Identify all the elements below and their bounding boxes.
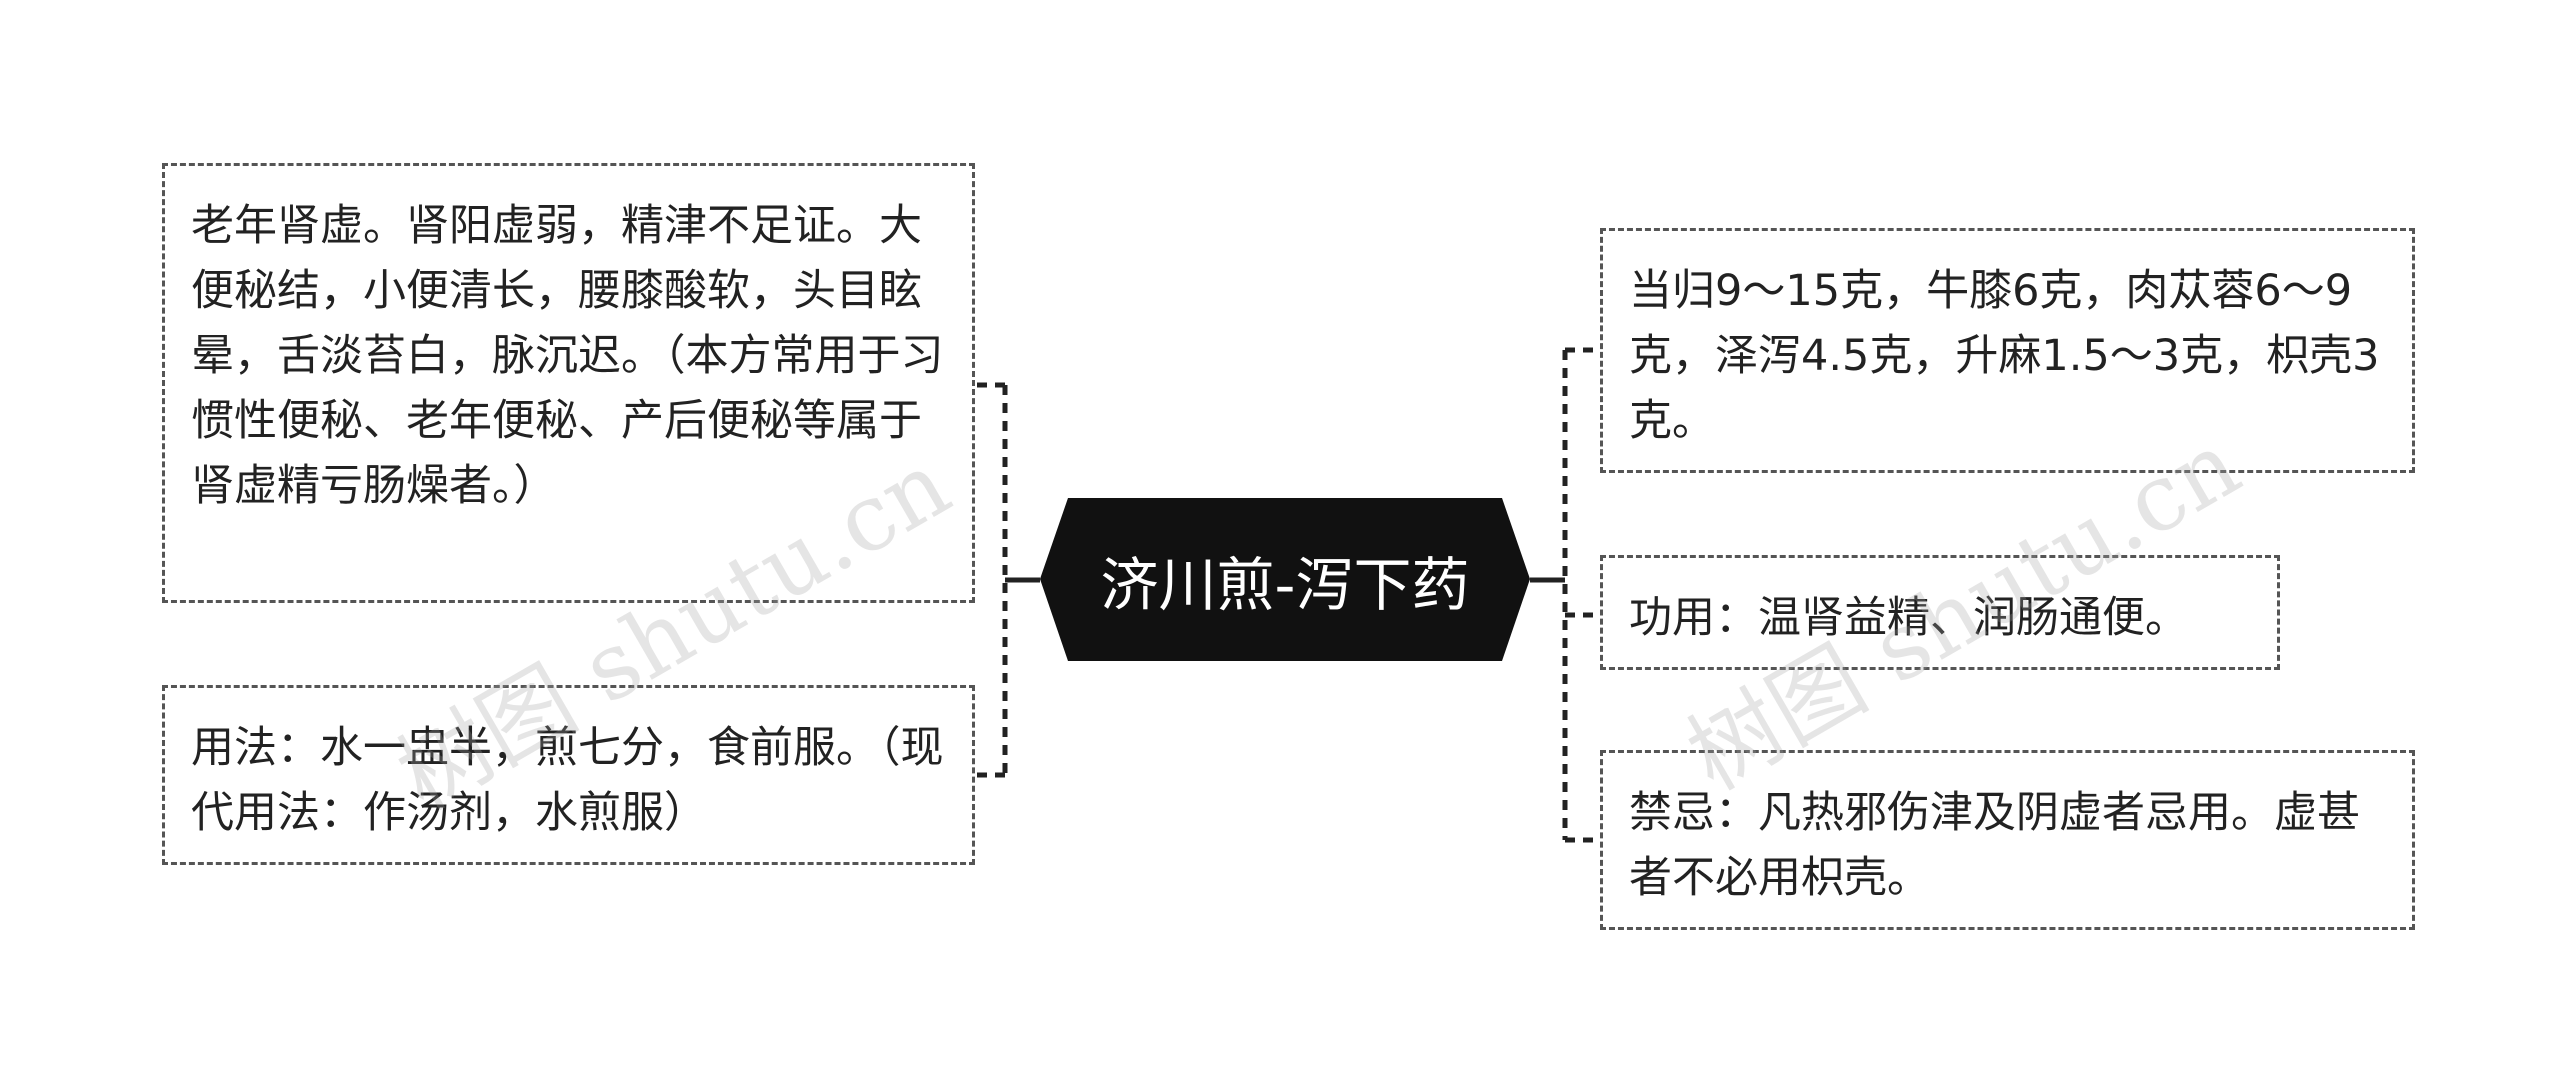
center-hexagon-shape bbox=[1040, 498, 1530, 661]
right-node-function-text: 功用：温肾益精、润肠通便。 bbox=[1629, 593, 2188, 643]
right-node-function[interactable]: 功用：温肾益精、润肠通便。 bbox=[1600, 555, 2280, 670]
center-topic-label: 济川煎-泻下药 bbox=[1100, 550, 1470, 619]
right-node-ingredients-text: 当归9～15克，牛膝6克，肉苁蓉6～9克，泽泻4.5克，升麻1.5～3克，枳壳3… bbox=[1629, 266, 2380, 446]
left-node-usage-text: 用法：水一盅半，煎七分，食前服。（现代用法：作汤剂，水煎服） bbox=[191, 723, 944, 838]
right-node-ingredients[interactable]: 当归9～15克，牛膝6克，肉苁蓉6～9克，泽泻4.5克，升麻1.5～3克，枳壳3… bbox=[1600, 228, 2415, 473]
center-topic-node[interactable]: 济川煎-泻下药 bbox=[1040, 498, 1530, 661]
left-node-usage[interactable]: 用法：水一盅半，煎七分，食前服。（现代用法：作汤剂，水煎服） bbox=[162, 685, 975, 865]
right-node-contraindication[interactable]: 禁忌：凡热邪伤津及阴虚者忌用。虚甚者不必用枳壳。 bbox=[1600, 750, 2415, 930]
right-node-contraindication-text: 禁忌：凡热邪伤津及阴虚者忌用。虚甚者不必用枳壳。 bbox=[1629, 788, 2360, 903]
left-node-symptoms-text: 老年肾虚。肾阳虚弱，精津不足证。大便秘结，小便清长，腰膝酸软，头目眩晕，舌淡苔白… bbox=[191, 201, 944, 511]
left-node-symptoms[interactable]: 老年肾虚。肾阳虚弱，精津不足证。大便秘结，小便清长，腰膝酸软，头目眩晕，舌淡苔白… bbox=[162, 163, 975, 603]
